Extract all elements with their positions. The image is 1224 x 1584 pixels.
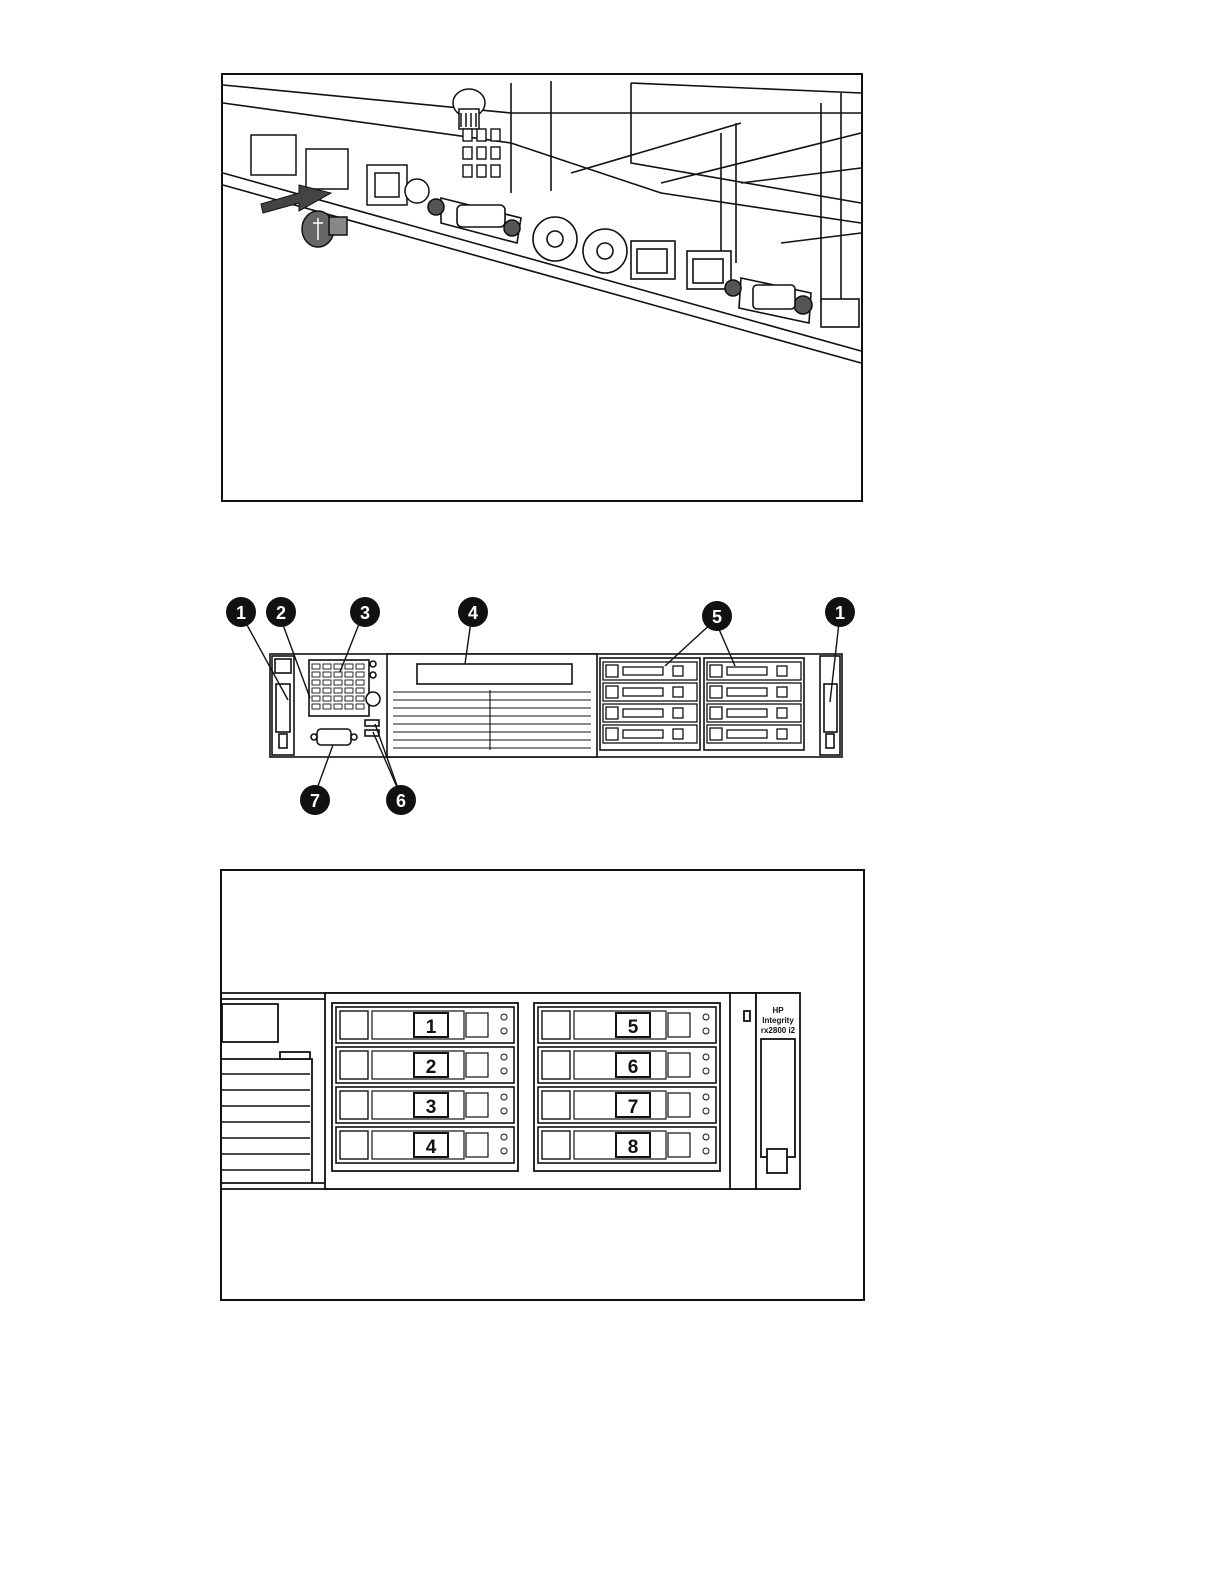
callout-7: 7 — [300, 785, 330, 815]
svg-text:Integrity: Integrity — [762, 1016, 794, 1025]
svg-text:1: 1 — [236, 603, 246, 623]
drive-slot — [603, 725, 697, 743]
drive-slot — [707, 704, 801, 722]
callout-6: 6 — [386, 785, 416, 815]
callout-3: 3 — [350, 597, 380, 627]
callout-2: 2 — [266, 597, 296, 627]
drive-slot — [603, 662, 697, 680]
drive-bay-7: 7 — [538, 1087, 716, 1123]
drive-slot — [707, 725, 801, 743]
drive-bay-3: 3 — [336, 1087, 514, 1123]
rear-chassis-illustration — [221, 73, 863, 502]
bay-number: 3 — [426, 1097, 437, 1118]
svg-text:7: 7 — [310, 791, 320, 811]
drive-bay-4: 4 — [336, 1127, 514, 1163]
drive-bay-8: 8 — [538, 1127, 716, 1163]
callout-5: 5 — [702, 601, 732, 631]
svg-text:1: 1 — [835, 603, 845, 623]
drive-slot — [707, 662, 801, 680]
drive-bay-5: 5 — [538, 1007, 716, 1043]
drive-bay-numbering-diagram: 1 2 3 4 5 6 7 8 HP Integrity rx2800 i2 — [220, 869, 865, 1301]
svg-text:rx2800 i2: rx2800 i2 — [761, 1026, 796, 1035]
drive-bay-6: 6 — [538, 1047, 716, 1083]
svg-text:HP: HP — [772, 1006, 784, 1015]
svg-text:3: 3 — [360, 603, 370, 623]
svg-text:4: 4 — [468, 603, 478, 623]
svg-text:6: 6 — [396, 791, 406, 811]
svg-text:5: 5 — [712, 607, 722, 627]
front-panel-callout-diagram: 1 2 3 4 5 1 6 7 — [215, 592, 865, 820]
callout-1-left: 1 — [226, 597, 256, 627]
bay-number: 2 — [426, 1057, 437, 1078]
drive-bay-1: 1 — [336, 1007, 514, 1043]
bay-number: 8 — [628, 1137, 639, 1158]
drive-bay-2: 2 — [336, 1047, 514, 1083]
drive-slot — [603, 704, 697, 722]
callout-1-right: 1 — [825, 597, 855, 627]
callout-4: 4 — [458, 597, 488, 627]
bay-number: 6 — [628, 1057, 639, 1078]
drive-slot — [603, 683, 697, 701]
bay-number: 7 — [628, 1097, 639, 1118]
drive-slot — [707, 683, 801, 701]
svg-text:2: 2 — [276, 603, 286, 623]
bay-number: 5 — [628, 1017, 639, 1038]
bay-number: 1 — [426, 1017, 437, 1038]
bay-number: 4 — [426, 1137, 437, 1158]
